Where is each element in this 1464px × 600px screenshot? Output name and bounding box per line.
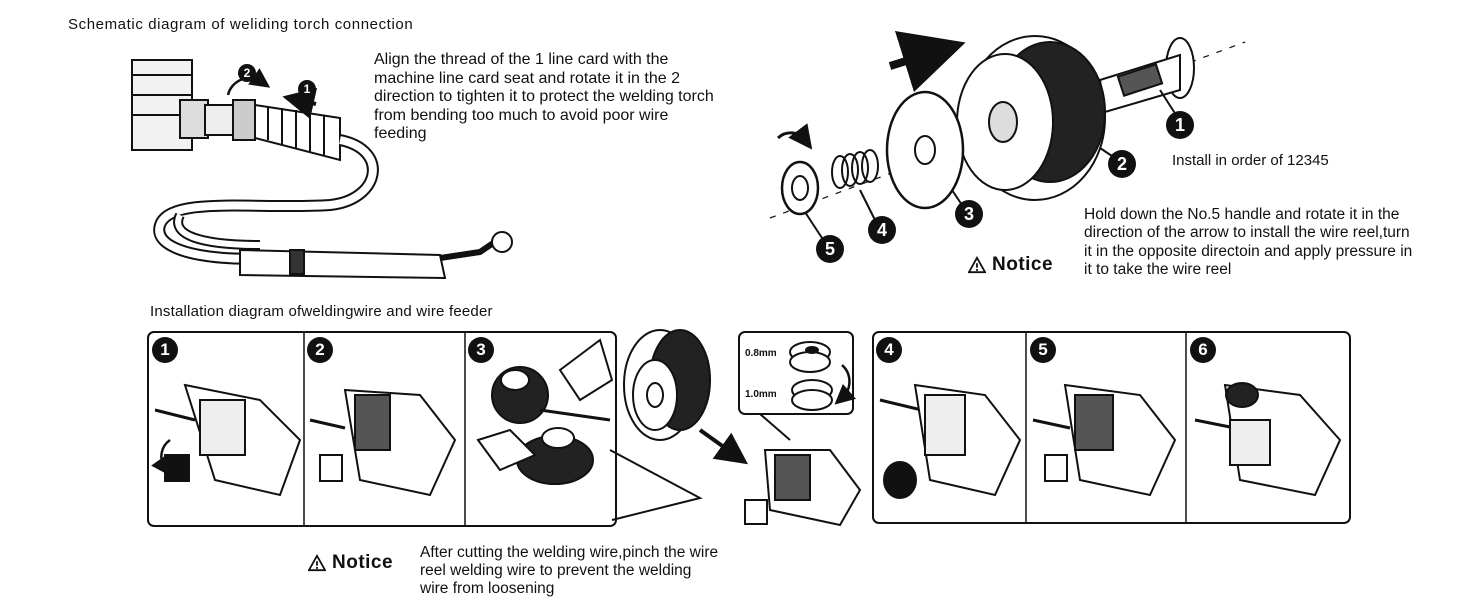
feeder-sketch-3 [476,338,614,485]
reel-part-5-badge: 5 [816,235,844,263]
page-title: Schematic diagram of weliding torch conn… [68,16,414,33]
feeder-notice: Notice [308,552,393,574]
feeder-sketch-6 [1194,382,1342,497]
roller-large-label: 1.0mm [745,389,777,400]
feeder-notice-label: Notice [332,552,394,573]
reel-part-4-badge: 4 [868,216,896,244]
reel-exploded-illustration [769,30,1246,239]
reel-part-3-badge: 3 [955,200,983,228]
roller-sketches [789,341,857,411]
feeder-sketch-4 [879,383,1022,499]
feeder-sketch-2 [309,388,457,497]
feeder-panels [147,329,1351,527]
warning-icon [308,554,326,572]
torch-illustration [131,58,513,280]
feeder-step-5-badge: 5 [1030,337,1056,363]
torch-step-2-badge: 2 [238,64,256,82]
feeder-step-2-badge: 2 [307,337,333,363]
feeder-step-3-badge: 3 [468,337,494,363]
feeder-notice-text: After cutting the welding wire,pinch the… [420,544,719,597]
torch-instruction-text: Align the thread of the 1 line card with… [374,51,714,142]
feeder-step-1-badge: 1 [152,337,178,363]
reel-notice-text: Hold down the No.5 handle and rotate it … [1084,206,1413,278]
feeder-step-4-badge: 4 [876,337,902,363]
feeder-sketch-1 [151,383,302,497]
reel-notice-label: Notice [992,254,1054,275]
roller-small-label: 0.8mm [745,348,777,359]
feeder-section-title: Installation diagram ofweldingwire and w… [150,303,493,320]
wire-reel-sketch [623,329,862,527]
feeder-sketch-5 [1032,383,1177,497]
reel-part-1-badge: 1 [1166,111,1194,139]
reel-part-2-badge: 2 [1108,150,1136,178]
feeder-step-6-badge: 6 [1190,337,1216,363]
warning-icon [968,256,986,274]
reel-notice: Notice [968,254,1053,276]
install-order-text: Install in order of 12345 [1172,152,1329,169]
torch-step-1-badge: 1 [298,80,316,98]
